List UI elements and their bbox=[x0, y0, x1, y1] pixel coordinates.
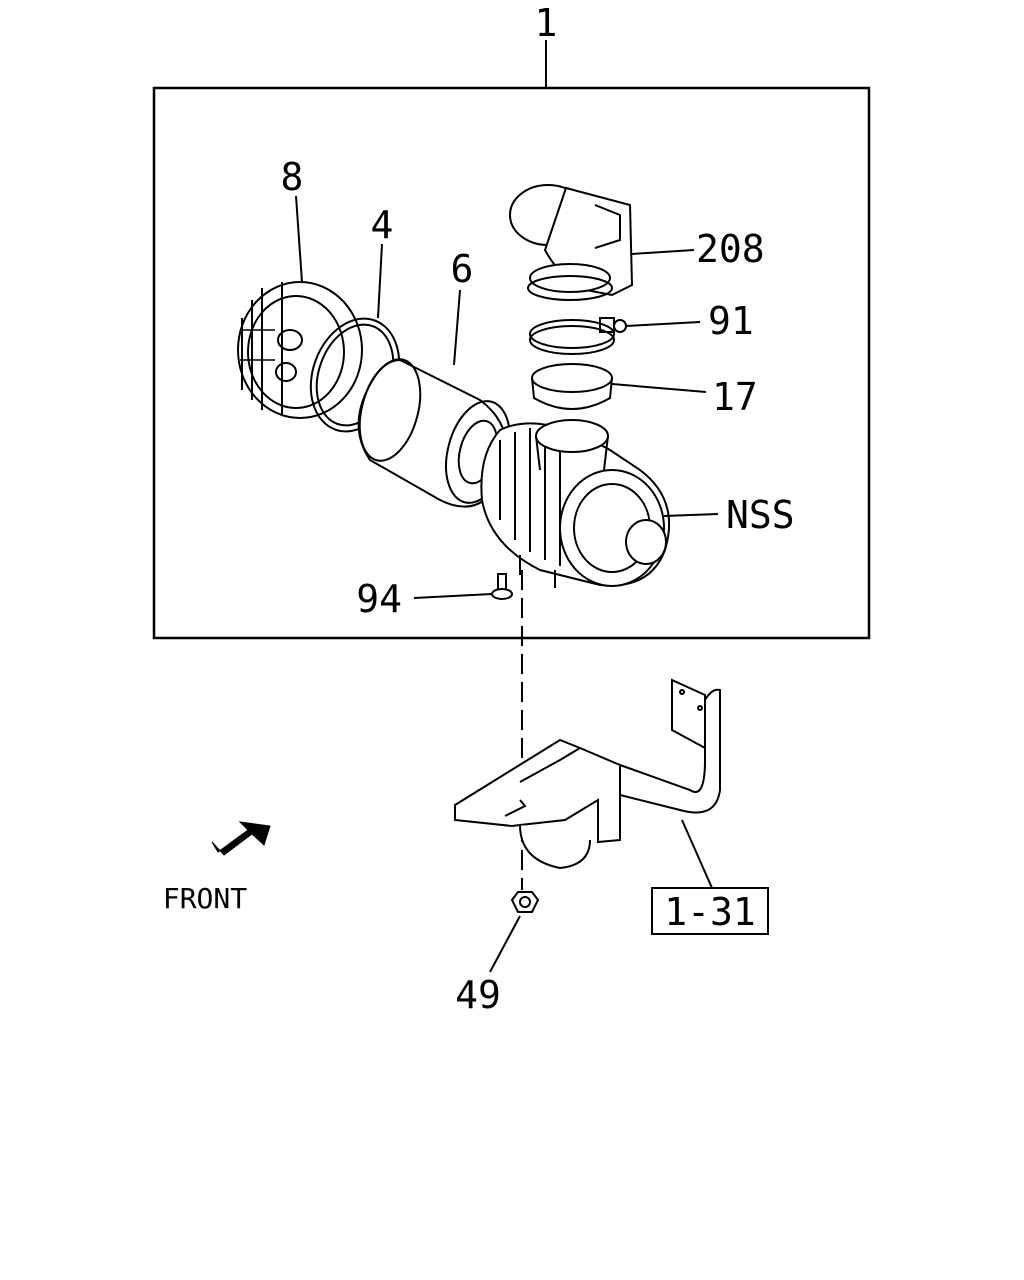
nut-part bbox=[510, 891, 540, 913]
label-clamp: 91 bbox=[708, 299, 754, 343]
reference-box bbox=[651, 887, 769, 935]
label-front: FRONT bbox=[163, 882, 247, 915]
front-arrow-icon bbox=[211, 821, 271, 856]
housing-part bbox=[480, 419, 671, 588]
bolt-part bbox=[491, 573, 513, 600]
assembly-frame bbox=[152, 86, 871, 640]
label-o-ring: 4 bbox=[371, 203, 394, 247]
label-bolt: 94 bbox=[356, 577, 402, 621]
element-part bbox=[357, 358, 511, 508]
label-sleeve: 17 bbox=[712, 375, 758, 419]
label-nut: 49 bbox=[455, 973, 501, 1017]
label-cover: 8 bbox=[281, 155, 304, 199]
label-element: 6 bbox=[451, 247, 474, 291]
clamp-part bbox=[529, 317, 627, 355]
cover-part bbox=[237, 281, 363, 419]
label-reference: 1-31 bbox=[664, 890, 756, 934]
duct-part bbox=[509, 184, 634, 301]
label-housing: NSS bbox=[726, 493, 795, 537]
bracket-part bbox=[454, 678, 721, 870]
sleeve-part bbox=[531, 363, 613, 410]
label-duct: 208 bbox=[696, 227, 765, 271]
label-assembly: 1 bbox=[535, 1, 558, 45]
